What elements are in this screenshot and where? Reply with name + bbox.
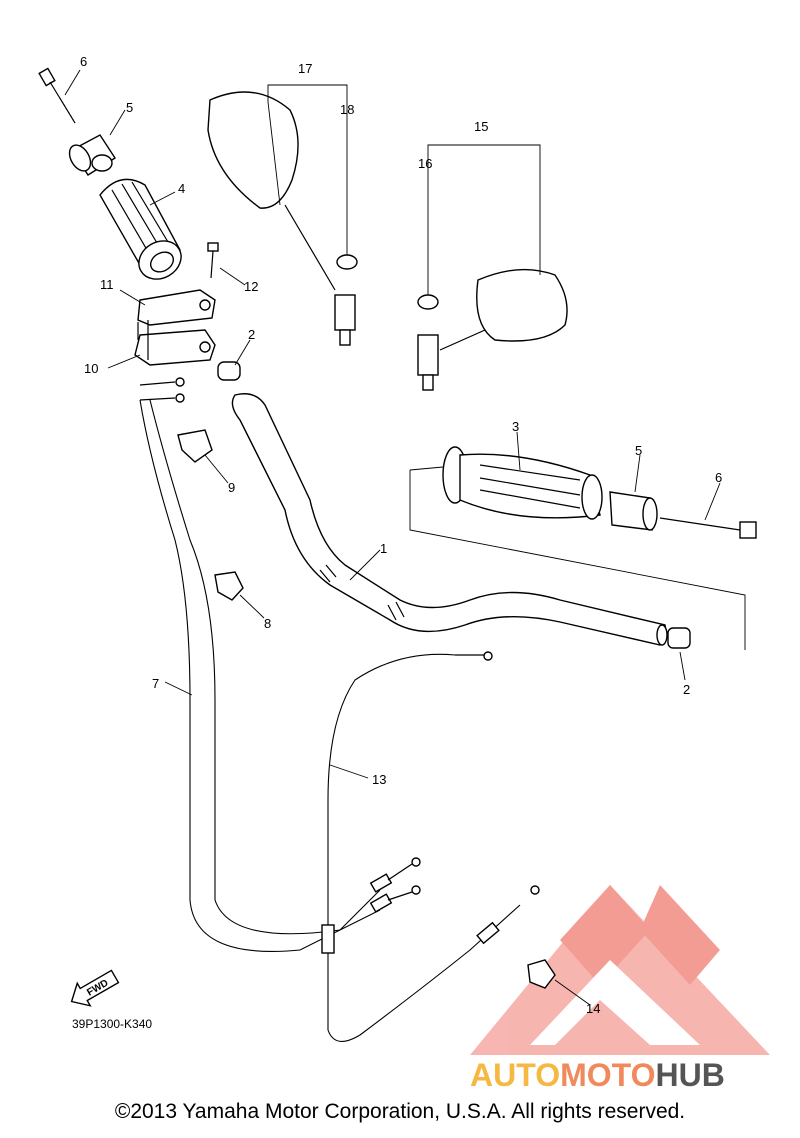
callout-12: 12 (244, 279, 258, 294)
watermark-hub: HUB (655, 1057, 724, 1093)
callout-15: 15 (474, 119, 488, 134)
leader-lines (64, 69, 721, 1006)
callout-9: 9 (228, 480, 235, 495)
callout-2-right: 2 (683, 682, 690, 697)
watermark-moto: MOTO (560, 1057, 655, 1093)
callout-13: 13 (372, 772, 386, 787)
cable-ends (139, 377, 185, 403)
watermark-auto: AUTO (470, 1057, 560, 1093)
callout-5-left: 5 (126, 100, 133, 115)
throttle-cable-b (149, 399, 381, 935)
mirror-left (207, 91, 358, 346)
callout-3: 3 (512, 419, 519, 434)
fwd-label: FWD (85, 978, 110, 999)
callout-11: 11 (100, 277, 114, 292)
callout-14: 14 (586, 1001, 600, 1016)
callout-17: 17 (298, 61, 312, 76)
collar-right (667, 627, 691, 649)
callout-16: 16 (418, 156, 432, 171)
copyright-notice: ©2013 Yamaha Motor Corporation, U.S.A. A… (114, 1100, 686, 1123)
throttle-cable-a (139, 399, 381, 952)
clutch-cable (327, 653, 521, 1042)
clutch-switch (527, 959, 556, 989)
bar-end-weight-left (68, 134, 116, 176)
bar-end-weight-right (609, 491, 658, 531)
collar-left (217, 361, 241, 381)
clamp-8 (214, 571, 244, 601)
callout-18: 18 (340, 102, 354, 117)
watermark-logo (470, 885, 770, 1055)
diagram-code: 39P1300-K340 (72, 1017, 152, 1031)
callout-5-right: 5 (635, 443, 642, 458)
fwd-arrow: FWD (70, 969, 120, 1007)
bolt-right (659, 517, 757, 539)
screw (207, 242, 219, 279)
throttle-housing (134, 289, 216, 366)
grip-right (442, 446, 603, 520)
callout-1: 1 (380, 541, 387, 556)
callout-7: 7 (152, 676, 159, 691)
handlebar (231, 393, 668, 646)
mirror-right (417, 268, 568, 391)
callout-6-left: 6 (80, 54, 87, 69)
callout-2-left: 2 (248, 327, 255, 342)
bolt-left (38, 67, 76, 124)
clip-9 (177, 429, 213, 463)
watermark-text: AUTOMOTOHUB (470, 1057, 725, 1093)
callout-6-right: 6 (715, 470, 722, 485)
callout-8: 8 (264, 616, 271, 631)
callout-4: 4 (178, 181, 185, 196)
callout-10: 10 (84, 361, 98, 376)
grip-left (99, 178, 182, 280)
